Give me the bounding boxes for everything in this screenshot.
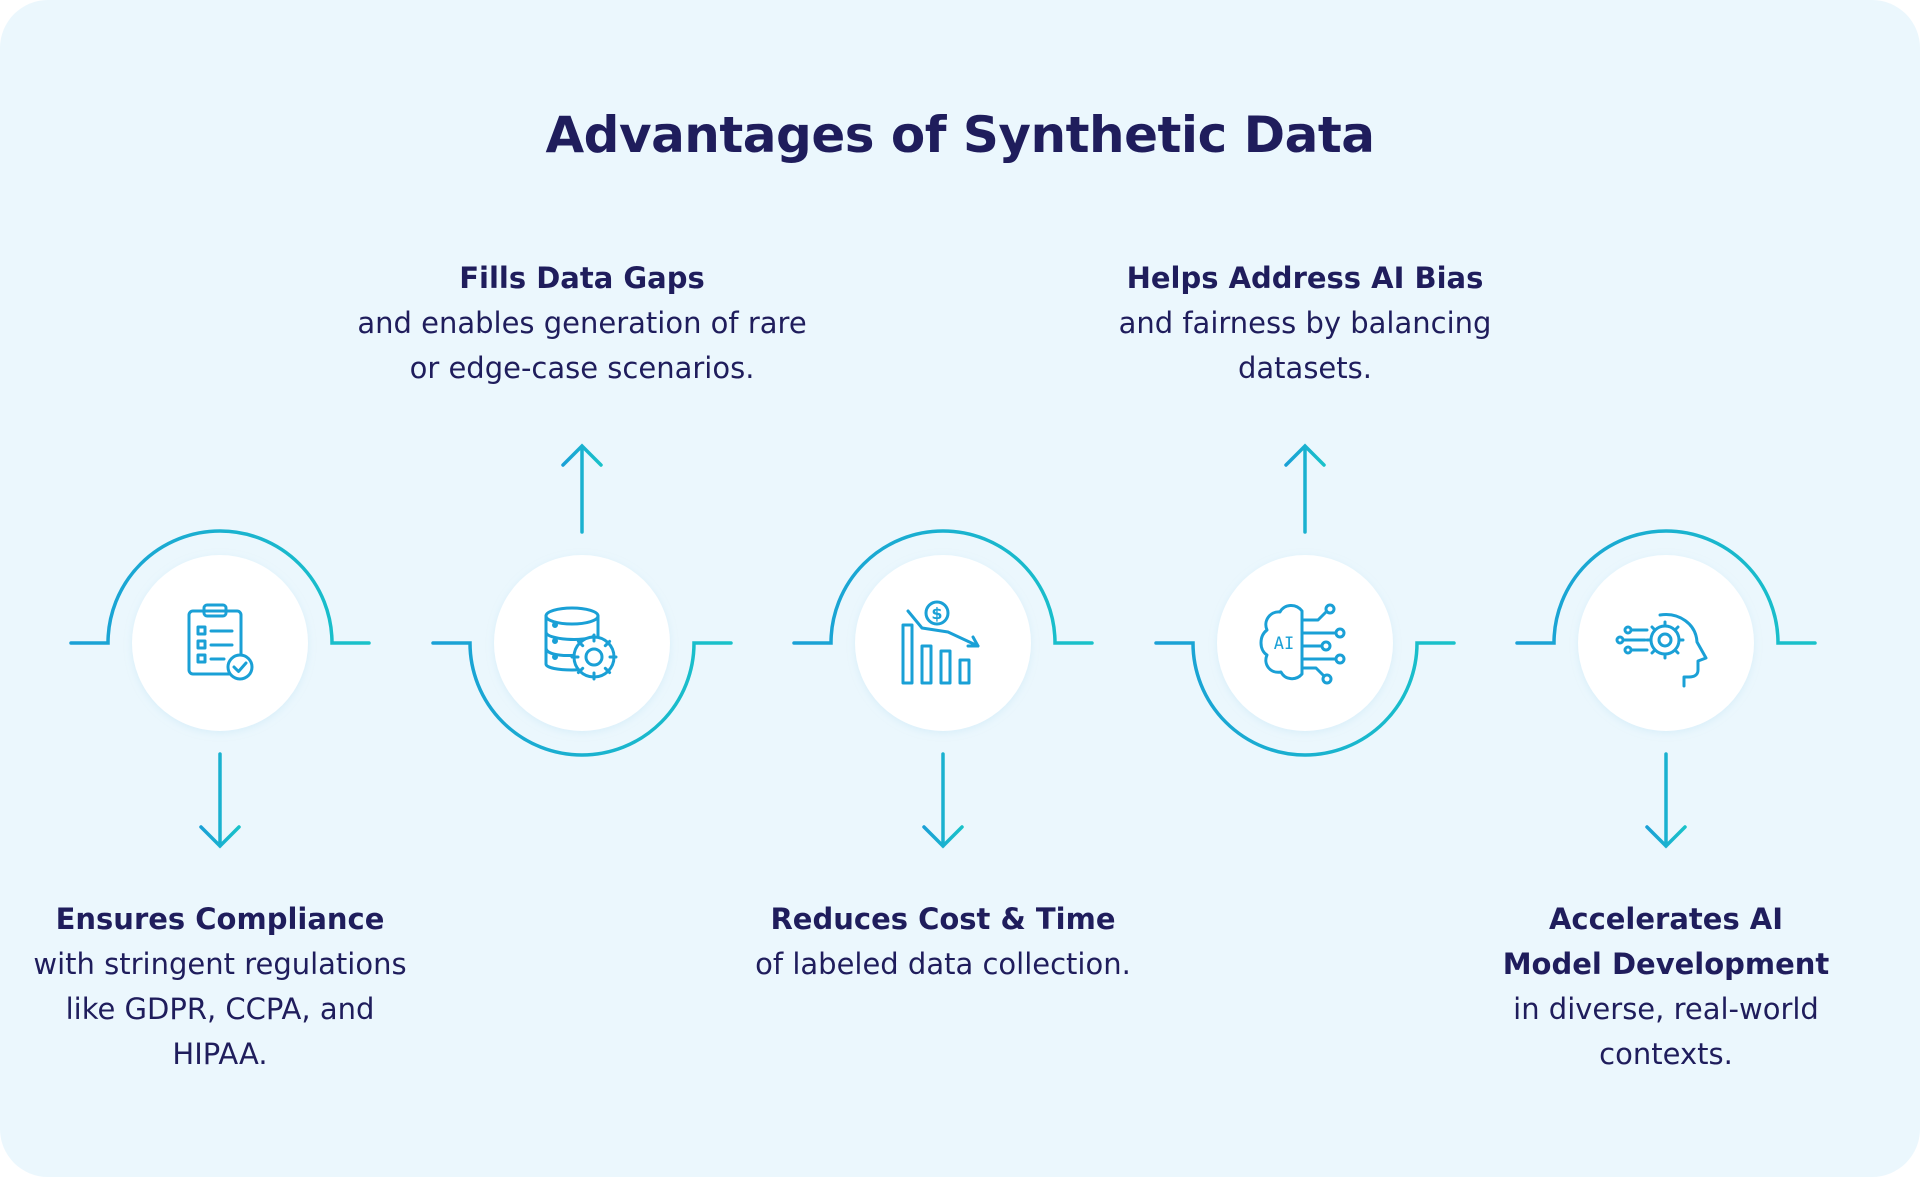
step-4-arrow-up <box>1284 443 1326 534</box>
step-3-arrow-down <box>922 752 964 849</box>
clipboard-check-icon <box>187 603 254 681</box>
head-gear-icon <box>1615 613 1708 688</box>
svg-text:$: $ <box>931 604 942 623</box>
ai-icon-label: AI <box>1274 634 1294 654</box>
step-4-icon-circle <box>1217 555 1393 731</box>
step-4-connector <box>1154 443 1456 757</box>
step-4-heading: Helps Address AI Bias <box>1126 261 1484 295</box>
step-1-arrow-down <box>199 752 241 849</box>
step-5-description: in diverse, real-world contexts. <box>1513 992 1819 1071</box>
step-2-arrow-up <box>561 443 603 534</box>
step-1-text: Ensures Compliance with stringent regula… <box>0 897 460 1077</box>
cost-reduction-chart-icon: $ <box>901 600 980 685</box>
step-1-icon-circle <box>132 555 308 731</box>
step-3-heading: Reduces Cost & Time <box>770 902 1116 936</box>
step-5-icon-circle <box>1578 555 1754 731</box>
step-1-connector <box>69 529 371 849</box>
step-2-connector <box>431 443 733 757</box>
step-5-heading: Accelerates AI Model Development <box>1502 902 1830 981</box>
step-2-text: Fills Data Gaps and enables generation o… <box>342 256 822 391</box>
step-5-text: Accelerates AI Model Development in dive… <box>1426 897 1906 1077</box>
step-1-description: with stringent regulations like GDPR, CC… <box>33 947 407 1071</box>
step-5-arrow-down <box>1645 752 1687 849</box>
step-4-description: and fairness by balancing datasets. <box>1118 306 1492 385</box>
step-4-text: Helps Address AI Bias and fairness by ba… <box>1065 256 1545 391</box>
ai-brain-circuit-icon: AI <box>1259 603 1346 685</box>
step-3-description: of labeled data collection. <box>755 947 1131 981</box>
step-3-icon-circle <box>855 555 1031 731</box>
step-2-heading: Fills Data Gaps <box>459 261 705 295</box>
step-5-connector <box>1515 529 1817 849</box>
page-title: Advantages of Synthetic Data <box>545 106 1375 164</box>
database-gear-icon <box>544 606 618 681</box>
step-1-heading: Ensures Compliance <box>55 902 385 936</box>
step-3-text: Reduces Cost & Time of labeled data coll… <box>703 897 1183 987</box>
step-2-description: and enables generation of rare or edge-c… <box>357 306 807 385</box>
step-3-connector <box>792 529 1094 849</box>
